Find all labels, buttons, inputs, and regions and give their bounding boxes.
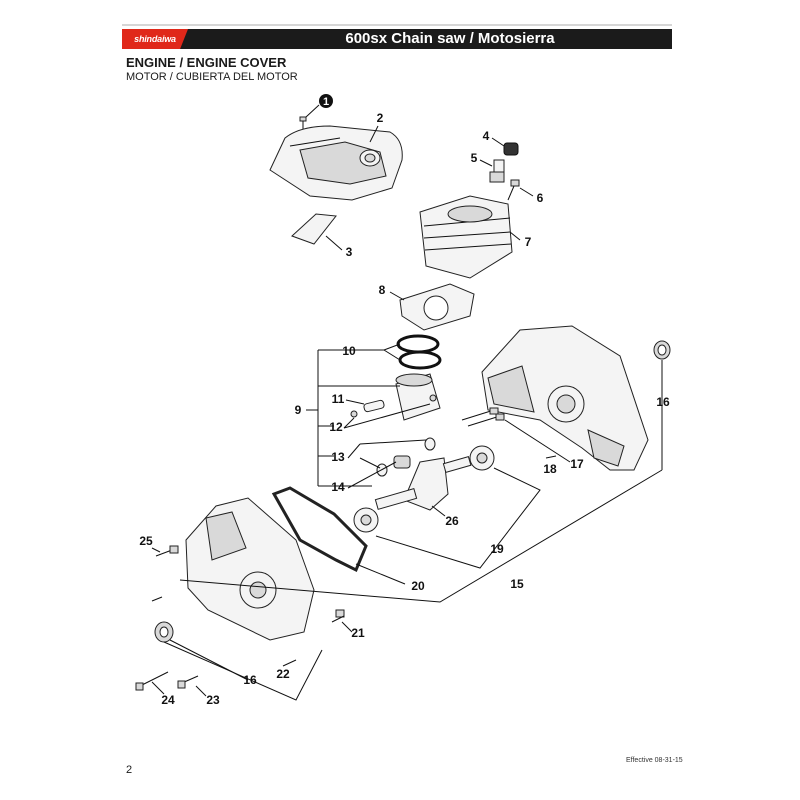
part-5-spark-plug: 5 xyxy=(471,151,505,183)
callout-14: 14 xyxy=(331,480,345,494)
bracket-group-19: 19 xyxy=(375,467,541,569)
callout-16-right: 16 xyxy=(656,395,670,409)
part-piston xyxy=(350,373,441,421)
callout-11: 11 xyxy=(332,392,345,406)
part-17-bolts: 18 17 xyxy=(461,407,584,476)
part-crankcase-left xyxy=(185,497,315,641)
page-number: 2 xyxy=(126,764,133,776)
part-bearing-washers xyxy=(376,437,436,477)
callout-8: 8 xyxy=(379,283,386,297)
callout-6: 6 xyxy=(537,191,544,205)
callout-15: 15 xyxy=(510,577,524,591)
callout-19: 19 xyxy=(490,542,504,556)
part-3-gasket-sheet: 3 xyxy=(291,213,353,259)
part-8-base-gasket: 8 xyxy=(379,283,475,331)
bracket-group-lower xyxy=(163,641,323,701)
callout-23: 23 xyxy=(206,693,220,707)
bracket-group-9: 9 10 11 12 13 14 xyxy=(295,343,431,494)
callout-9: 9 xyxy=(295,403,302,417)
part-crank-bearings xyxy=(353,445,495,533)
part-16-seal-left: 16 xyxy=(154,621,257,687)
callout-18: 18 xyxy=(543,462,557,476)
part-1-screw: 1 xyxy=(299,94,333,132)
part-20-crankcase-gasket: 20 xyxy=(271,486,425,593)
part-2-engine-cover: 2 xyxy=(269,111,403,201)
header-rule xyxy=(122,24,672,26)
section-subtitle: MOTOR / CUBIERTA DEL MOTOR xyxy=(126,71,298,83)
callout-24: 24 xyxy=(161,693,175,707)
part-23-bolt: 23 xyxy=(177,675,220,707)
part-21-screw: 21 xyxy=(331,609,365,640)
page-title: 600sx Chain saw / Motosierra xyxy=(345,30,555,47)
callout-3: 3 xyxy=(346,245,353,259)
callout-17: 17 xyxy=(570,457,584,471)
part-pin-left xyxy=(151,596,163,602)
callout-5: 5 xyxy=(471,151,478,165)
callout-10: 10 xyxy=(342,344,356,358)
callout-2: 2 xyxy=(377,111,384,125)
brand-logo: shindaiwa xyxy=(122,29,188,49)
callout-22: 22 xyxy=(276,667,290,681)
part-4-cap: 4 xyxy=(483,129,519,156)
brand-logo-text: shindaiwa xyxy=(134,34,176,44)
callout-4: 4 xyxy=(483,129,490,143)
bracket-group-15: 15 xyxy=(179,469,663,603)
part-10-piston-rings xyxy=(396,334,442,370)
callout-7: 7 xyxy=(525,235,532,249)
part-crankcase-right xyxy=(481,325,649,471)
callout-12: 12 xyxy=(329,420,343,434)
callout-13: 13 xyxy=(331,450,345,464)
part-25-bolt: 25 xyxy=(139,534,179,557)
callout-20: 20 xyxy=(411,579,425,593)
callout-25: 25 xyxy=(139,534,153,548)
part-24-bolt: 24 xyxy=(135,671,175,707)
callout-26: 26 xyxy=(445,514,459,528)
callout-21: 21 xyxy=(351,626,365,640)
header-bar: shindaiwa 600sx Chain saw / Motosierra xyxy=(122,29,672,49)
part-6-bolt: 6 xyxy=(507,179,544,205)
part-26-crankshaft: 26 xyxy=(374,455,472,528)
effective-date: Effective 08-31-15 xyxy=(626,757,683,764)
part-16-seal-right: 16 xyxy=(653,340,671,470)
callout-1-badge xyxy=(319,94,333,108)
callout-1: 1 xyxy=(323,96,329,108)
section-title: ENGINE / ENGINE COVER xyxy=(126,55,287,70)
part-7-cylinder: 7 xyxy=(419,195,532,279)
